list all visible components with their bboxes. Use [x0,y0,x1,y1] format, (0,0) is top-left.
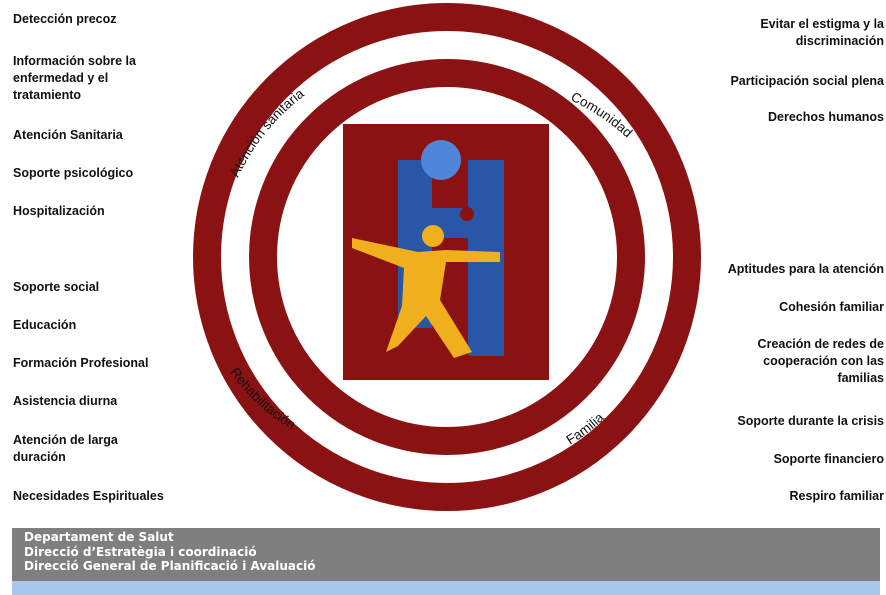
list-item: Formación Profesional [13,356,149,370]
list-item: Cohesión familiar [779,300,884,314]
figure-icon [352,225,500,358]
list-item: Asistencia diurna [13,394,118,408]
list-item: Educación [13,318,77,332]
list-item: Detección precoz [13,12,117,26]
footer-line-direction: Direcció d’Estratègia i coordinació [24,544,257,559]
list-item: Atención Sanitaria [13,128,123,142]
footer-stripe [12,581,880,595]
footer-line-general-direction: Direcció General de Planificació i Avalu… [24,559,316,573]
list-item: Hospitalización [13,204,105,218]
list-item: Derechos humanos [767,110,884,124]
list-item: Evitar el estigma y la discriminación [760,17,884,48]
list-item: Necesidades Espirituales [13,489,164,503]
footer-line-department: Departament de Salut [24,530,174,544]
rings-diagram: Atención sanitaria Comunidad Rehabilitac… [193,3,701,511]
list-item: Participación social plena [730,74,884,88]
outer-ring [193,3,701,511]
list-item: Creación de redes de cooperación con las… [757,337,884,385]
list-item: Atención de larga duración [13,433,118,464]
list-item: Soporte social [13,280,100,294]
list-item: Soporte psicológico [13,166,134,180]
footer-bar: Departament de Salut Direcció d’Estratèg… [12,528,880,581]
inner-ring [249,59,645,455]
footer-text: Departament de Salut Direcció d’Estratèg… [24,530,316,574]
list-item: Soporte financiero [773,452,884,466]
list-item: Respiro familiar [789,489,884,503]
list-item: Información sobre la enfermedad y el tra… [13,54,136,102]
list-item: Aptitudes para la atención [727,262,884,276]
logo [343,124,549,380]
list-item: Soporte durante la crisis [737,414,884,428]
